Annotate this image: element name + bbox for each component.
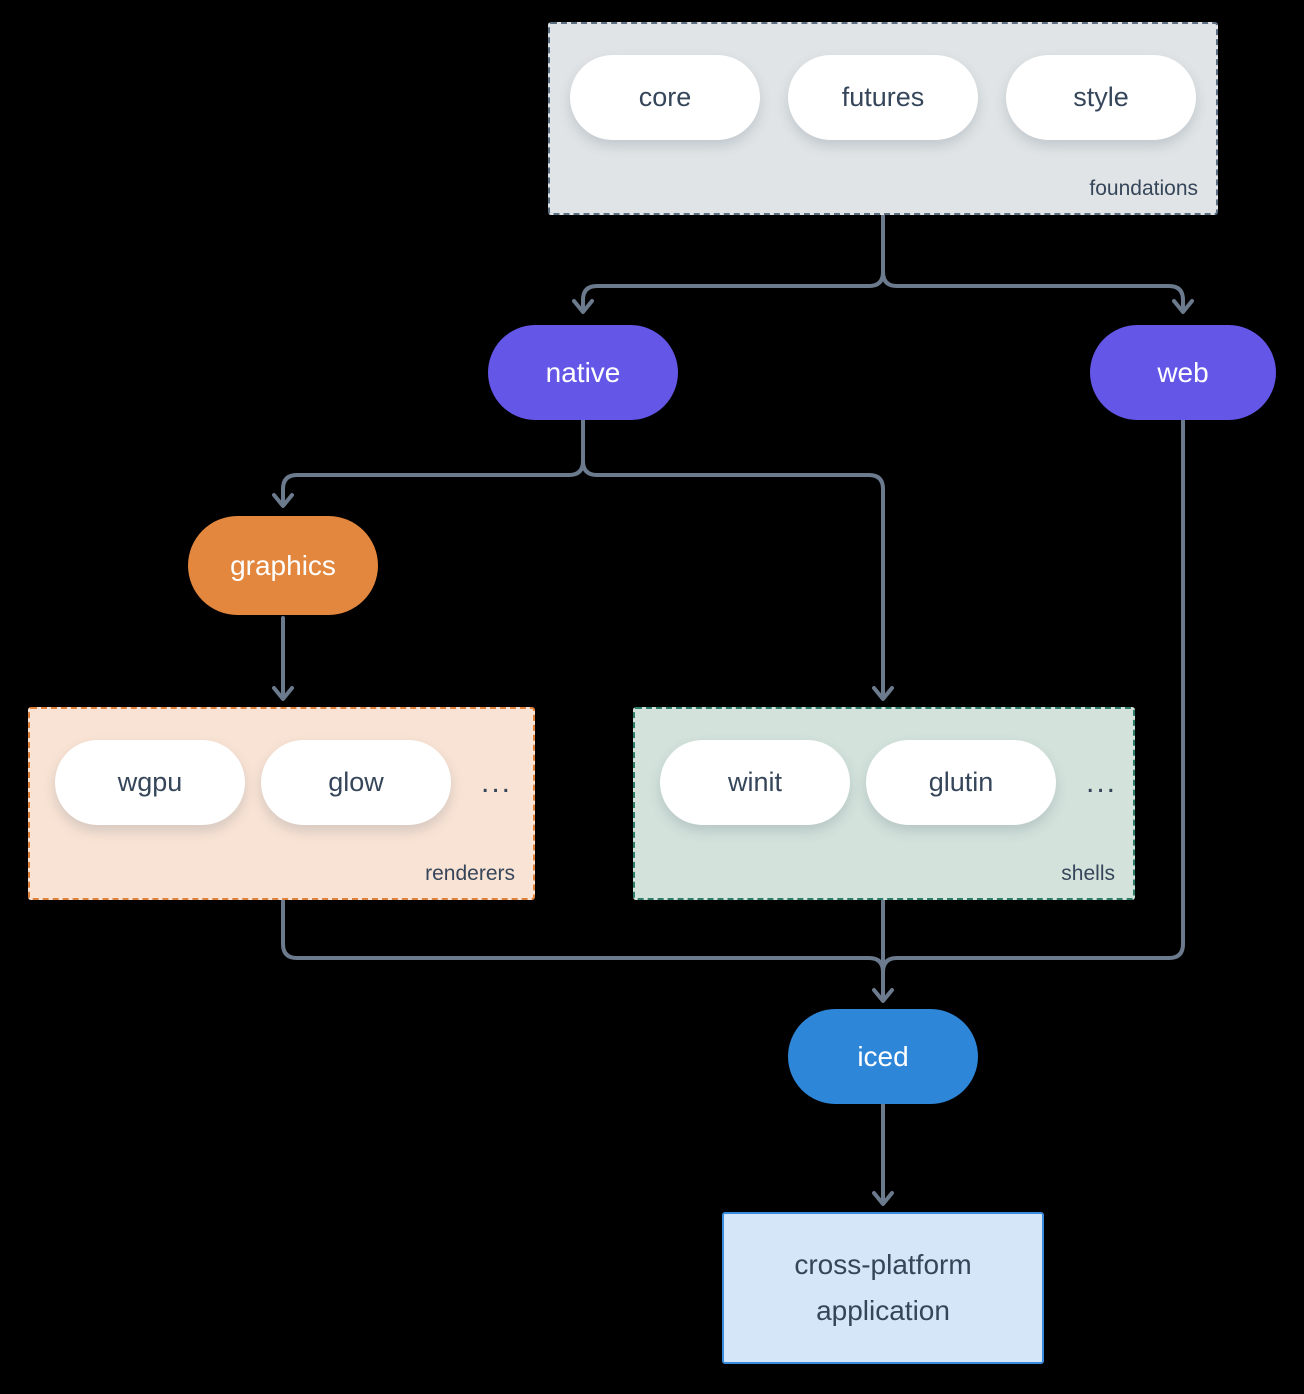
- pill-style-label: style: [1073, 82, 1129, 112]
- group-foundations: core futures style foundations: [548, 22, 1218, 215]
- renderers-ellipsis: ...: [481, 765, 513, 799]
- edge-native-shells: [581, 419, 885, 698]
- pill-futures: futures: [788, 55, 978, 140]
- pill-core: core: [570, 55, 760, 140]
- shells-pill-row: winit glutin ...: [635, 740, 1133, 825]
- node-web-label: web: [1157, 356, 1209, 388]
- pill-wgpu: wgpu: [55, 740, 245, 825]
- arrowhead-renderers: [272, 686, 294, 701]
- pill-core-label: core: [638, 82, 692, 112]
- pill-glutin-label: glutin: [928, 767, 994, 797]
- node-graphics: graphics: [188, 516, 378, 615]
- pill-winit: winit: [660, 740, 850, 825]
- arrowhead-native: [572, 299, 594, 314]
- foundations-group-label: foundations: [1089, 177, 1198, 200]
- arrowhead-graphics: [272, 493, 294, 508]
- group-renderers: wgpu glow ... renderers: [28, 707, 535, 900]
- node-iced: iced: [788, 1009, 978, 1104]
- shells-ellipsis: ...: [1086, 765, 1118, 799]
- foundations-pill-row: core futures style: [550, 55, 1216, 140]
- node-graphics-label: graphics: [230, 549, 336, 581]
- cross-platform-application-box: cross-platform application: [722, 1212, 1044, 1364]
- edge-native-graphics: [281, 419, 585, 506]
- edge-renderers-merge: [281, 899, 885, 974]
- arrowhead-shells: [872, 686, 894, 701]
- renderers-pill-row: wgpu glow ...: [30, 740, 533, 825]
- group-shells: winit glutin ... shells: [633, 707, 1135, 900]
- pill-glow-label: glow: [328, 767, 384, 797]
- node-native-label: native: [545, 356, 621, 388]
- application-label-line1: cross-platform: [794, 1248, 972, 1280]
- arrowhead-iced: [872, 988, 894, 1003]
- arrowhead-web: [1172, 299, 1194, 314]
- application-label-line2: application: [816, 1295, 950, 1326]
- node-web: web: [1090, 325, 1276, 420]
- pill-glutin: glutin: [866, 740, 1056, 825]
- node-iced-label: iced: [857, 1040, 909, 1072]
- pill-style: style: [1006, 55, 1196, 140]
- pill-futures-label: futures: [841, 82, 925, 112]
- renderers-group-label: renderers: [425, 862, 515, 885]
- node-native: native: [488, 325, 678, 420]
- pill-glow: glow: [261, 740, 451, 825]
- shells-group-label: shells: [1061, 862, 1115, 885]
- edge-foundations-native: [581, 214, 885, 312]
- pill-winit-label: winit: [727, 767, 782, 797]
- edge-foundations-web: [881, 214, 1185, 312]
- arrowhead-application: [872, 1191, 894, 1206]
- pill-wgpu-label: wgpu: [117, 767, 183, 797]
